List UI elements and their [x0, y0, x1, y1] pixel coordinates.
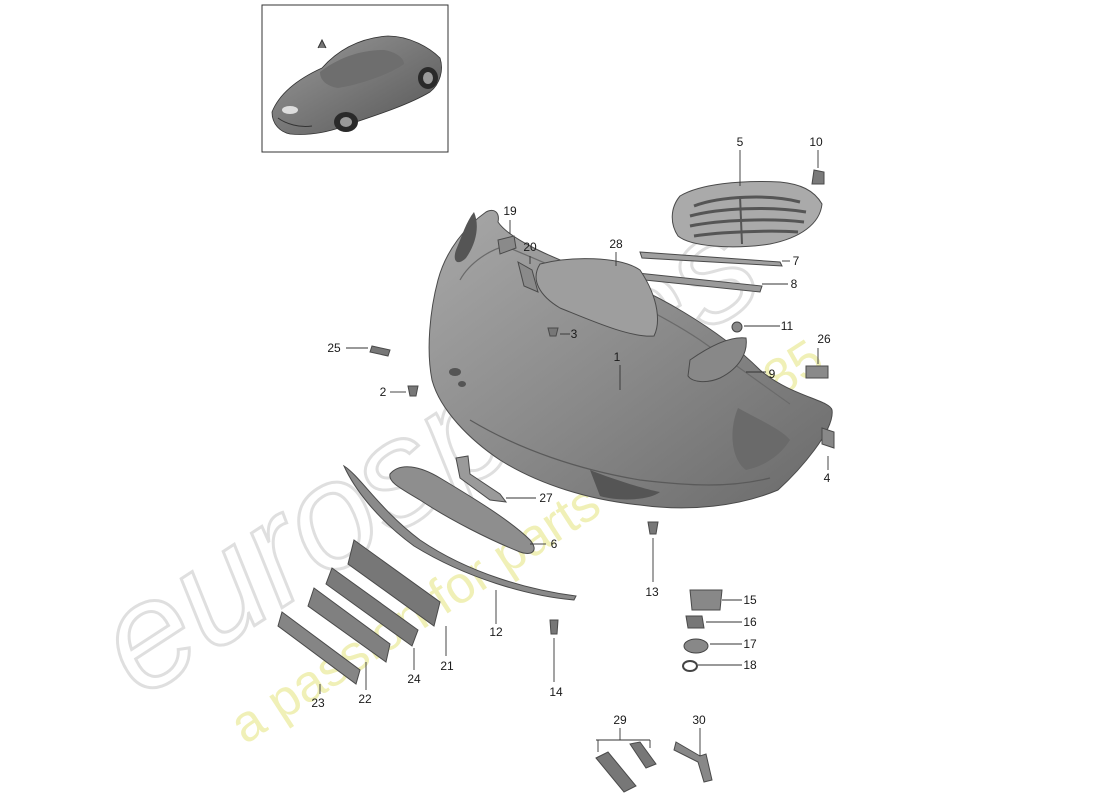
callout-3: 3: [560, 327, 578, 341]
callout-22: 22: [358, 662, 372, 706]
plate-21: [347, 539, 441, 627]
fog-16: [685, 615, 705, 629]
bracket-4: [821, 427, 835, 449]
callout-2: 2: [380, 385, 406, 399]
callout-24: 24: [407, 648, 421, 686]
callout-5: 5: [737, 135, 744, 186]
holder-26: [805, 365, 829, 379]
lower-grille: [389, 466, 535, 554]
callout-number: 27: [539, 491, 553, 505]
callout-9: 9: [746, 367, 776, 381]
callout-13: 13: [645, 538, 659, 599]
plate-23: [277, 611, 361, 685]
callout-number: 1: [614, 350, 621, 364]
callout-number: 7: [793, 254, 800, 268]
clip-10: [811, 169, 825, 185]
callout-number: 19: [503, 204, 517, 218]
callout-number: 8: [791, 277, 798, 291]
callout-29: 29: [596, 713, 651, 752]
tube-29a: [595, 751, 637, 793]
callout-4: 4: [824, 456, 831, 485]
air-duct: [535, 258, 658, 337]
callout-8: 8: [762, 277, 798, 291]
plate-22: [307, 587, 391, 663]
callout-number: 21: [440, 659, 454, 673]
callout-6: 6: [530, 537, 558, 551]
callout-19: 19: [503, 204, 517, 234]
side-vent: [687, 337, 747, 383]
callout-number: 17: [743, 637, 757, 651]
callout-20: 20: [523, 240, 537, 264]
fog-housing-15: [689, 589, 723, 611]
callout-15: 15: [722, 593, 757, 607]
screw-3: [547, 327, 559, 337]
callout-number: 25: [327, 341, 341, 355]
callout-23: 23: [311, 684, 325, 710]
bracket-19: [497, 235, 517, 255]
callout-number: 26: [817, 332, 831, 346]
callout-number: 29: [613, 713, 627, 727]
tube-29b: [629, 741, 657, 769]
callout-layer: 1234567891011121314151617181920212223242…: [311, 135, 831, 756]
callout-18: 18: [698, 658, 757, 672]
callout-number: 12: [489, 625, 503, 639]
bracket-20: [517, 260, 539, 293]
grille: [671, 181, 823, 248]
car-thumbnail: [261, 4, 449, 153]
strip-7: [639, 251, 783, 267]
callout-12: 12: [489, 590, 503, 639]
callout-14: 14: [549, 638, 563, 699]
callout-number: 9: [769, 367, 776, 381]
clip-2: [407, 385, 419, 397]
callout-number: 24: [407, 672, 421, 686]
callout-28: 28: [609, 237, 623, 266]
callout-30: 30: [692, 713, 706, 756]
callout-number: 22: [358, 692, 372, 706]
callout-26: 26: [817, 332, 831, 364]
car-thumbnail-icon: [271, 35, 442, 135]
callout-11: 11: [744, 319, 794, 333]
callout-number: 6: [551, 537, 558, 551]
callout-number: 3: [571, 327, 578, 341]
callout-25: 25: [327, 341, 368, 355]
callout-10: 10: [809, 135, 823, 168]
fog-17: [683, 638, 709, 654]
callout-number: 30: [692, 713, 706, 727]
spoiler-12: [342, 464, 577, 601]
callout-21: 21: [440, 626, 454, 673]
callout-number: 11: [781, 319, 794, 333]
fog-ring-18: [682, 660, 698, 672]
callout-number: 23: [311, 696, 325, 710]
screw-13: [647, 521, 659, 535]
callout-number: 5: [737, 135, 744, 149]
bolt-25: [369, 345, 391, 357]
callout-1: 1: [614, 350, 621, 390]
bracket-27: [455, 455, 508, 503]
callout-number: 13: [645, 585, 659, 599]
callout-number: 4: [824, 471, 831, 485]
screw-14: [549, 619, 559, 635]
callout-number: 20: [523, 240, 537, 254]
gun-30: [673, 741, 713, 783]
callout-7: 7: [782, 254, 800, 268]
clip-11: [731, 321, 743, 333]
callout-16: 16: [706, 615, 757, 629]
callout-number: 10: [809, 135, 823, 149]
callout-number: 15: [743, 593, 757, 607]
plate-24: [325, 567, 419, 647]
callout-number: 2: [380, 385, 387, 399]
callout-number: 14: [549, 685, 563, 699]
callout-number: 18: [743, 658, 757, 672]
callout-number: 28: [609, 237, 623, 251]
callout-17: 17: [710, 637, 757, 651]
callout-27: 27: [506, 491, 553, 505]
callout-number: 16: [743, 615, 757, 629]
